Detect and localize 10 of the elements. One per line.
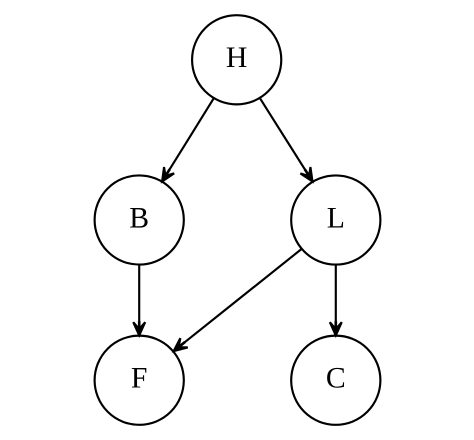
arrow <box>160 98 214 182</box>
node-circle: B <box>93 174 184 266</box>
arrow <box>172 248 302 352</box>
arrow <box>258 98 314 182</box>
arrow <box>132 264 146 336</box>
node-circle: F <box>93 334 184 426</box>
node-circle: L <box>290 174 381 266</box>
node-circle: H <box>190 14 282 106</box>
node-circle: C <box>290 334 381 426</box>
arrow <box>328 264 342 336</box>
